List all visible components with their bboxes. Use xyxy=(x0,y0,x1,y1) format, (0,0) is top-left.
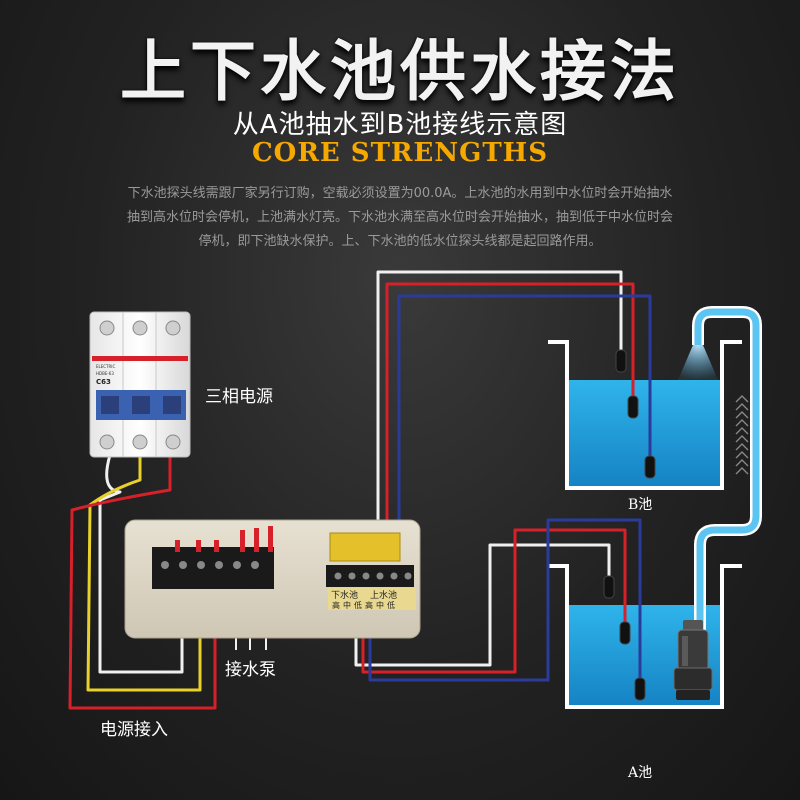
breaker-brand: ELECTRIC xyxy=(96,364,115,369)
probe-low xyxy=(644,455,656,479)
controller-box: 下水池 上水池 高中低高中低 xyxy=(124,519,421,639)
three-phase-power-label: 三相电源 xyxy=(205,387,273,407)
submersible-pump xyxy=(673,620,713,700)
water-spray xyxy=(678,345,718,380)
breaker-rating: C63 xyxy=(96,378,111,386)
probes-tank-b xyxy=(615,349,656,479)
probe-high xyxy=(603,575,615,599)
page-subtitle: 从A池抽水到B池接线示意图 xyxy=(232,110,568,140)
lower-tank-label: 下水池 xyxy=(331,589,358,601)
tank-a-wall xyxy=(548,564,742,709)
upper-tank-label: 上水池 xyxy=(370,589,397,601)
tank-b-wall xyxy=(548,340,742,490)
probe-low xyxy=(634,677,646,701)
flow-arrows xyxy=(735,395,749,475)
pump-connection-label: 接水泵 xyxy=(225,660,276,680)
power-input-label: 电源接入 xyxy=(100,720,168,740)
probe-wires xyxy=(354,270,652,682)
description-line: 下水池探头线需跟厂家另行订购，空载必须设置为00.0A。上水池的水用到中水位时会… xyxy=(127,186,673,201)
terminal-labels: 高中低高中低 xyxy=(332,600,398,610)
description: 下水池探头线需跟厂家另行订购，空载必须设置为00.0A。上水池的水用到中水位时会… xyxy=(80,182,720,254)
probe-mid xyxy=(619,621,631,645)
water-pipe xyxy=(694,308,760,630)
core-strengths-heading: CORE STRENGTHS xyxy=(251,138,549,168)
description-line: 停机，即下池缺水保护。上、下水池的低水位探头线都是起回路作用。 xyxy=(198,234,602,249)
description-line: 抽到高水位时会停机，上池满水灯亮。下水池水满至高水位时会开始抽水，抽到低于中水位… xyxy=(126,210,673,225)
circuit-breaker: ELECTRIC HDBE-63 C63 xyxy=(89,311,191,458)
probe-mid xyxy=(627,395,639,419)
tank-a-label: A池 xyxy=(628,765,653,781)
tank-b-label: B池 xyxy=(628,497,653,513)
probe-high xyxy=(615,349,627,373)
breaker-model: HDBE-63 xyxy=(96,371,114,376)
probes-tank-a xyxy=(603,575,646,701)
page-title: 上下水池供水接法 xyxy=(120,33,680,110)
power-wires xyxy=(68,454,217,710)
